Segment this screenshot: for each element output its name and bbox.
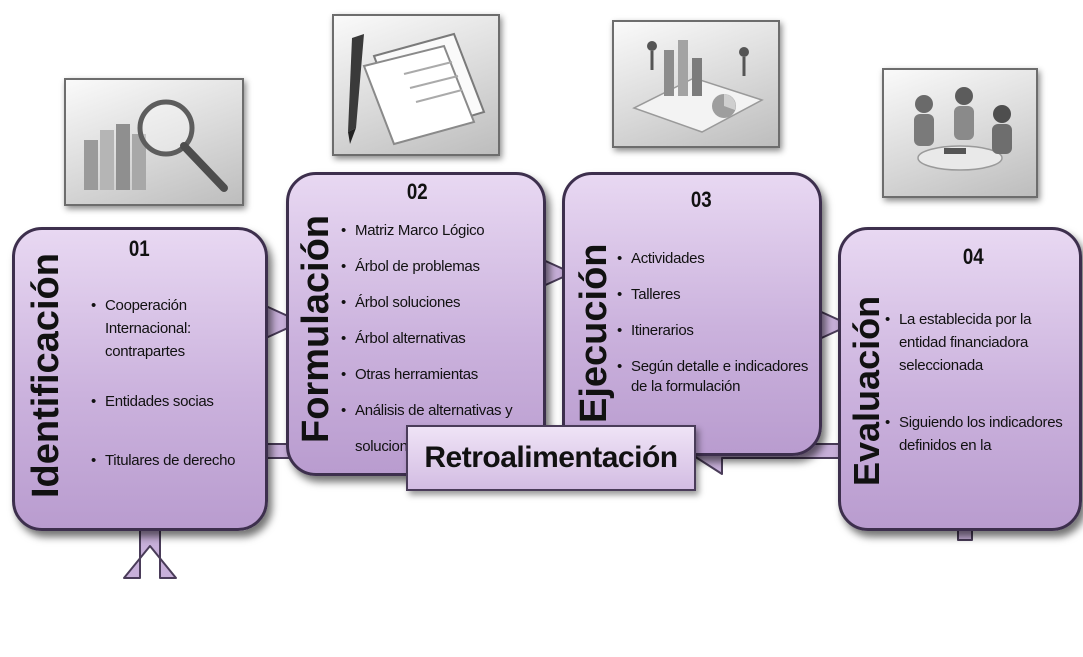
list-item: Árbol alternativas: [341, 321, 537, 357]
list-item: Entidades socias: [91, 393, 251, 410]
list-item: Otras herramientas: [341, 357, 537, 393]
list-item: La establecida por la entidad financiado…: [885, 308, 1075, 377]
feedback-box: Retroalimentación: [406, 425, 696, 491]
stage-items: Actividades Talleres Itinerarios Según d…: [617, 249, 817, 397]
stage-number: 02: [406, 179, 428, 204]
list-item: Matriz Marco Lógico: [341, 213, 537, 249]
meeting-people-icon: [882, 68, 1038, 198]
list-item: Actividades: [617, 249, 817, 269]
stage-title: Formulación: [295, 214, 337, 443]
stage-items: Cooperación Internacional: contrapartes …: [91, 294, 251, 469]
stage-ejecucion: 03 Ejecución Actividades Talleres Itiner…: [562, 172, 822, 456]
list-item: Cooperación Internacional: contrapartes: [91, 294, 251, 363]
magnifier-binders-icon: [64, 78, 244, 206]
stage-evaluacion: 04 Evaluación La establecida por la enti…: [838, 227, 1082, 531]
stage-items: La establecida por la entidad financiado…: [885, 308, 1075, 457]
workers-charts-icon: [612, 20, 780, 148]
list-item: Talleres: [617, 285, 817, 305]
list-item: Siguiendo los indicadores definidos en l…: [885, 411, 1075, 457]
stage-title: Ejecución: [573, 243, 615, 424]
stage-number: 04: [962, 244, 984, 269]
list-item: Según detalle e indicadores de la formul…: [617, 357, 817, 397]
list-item: Árbol soluciones: [341, 285, 537, 321]
list-item: Árbol de problemas: [341, 249, 537, 285]
stage-title: Evaluación: [846, 295, 887, 486]
pen-documents-icon: [332, 14, 500, 156]
list-item: Itinerarios: [617, 321, 817, 341]
stage-identificacion: 01 Identificación Cooperación Internacio…: [12, 227, 268, 531]
feedback-label: Retroalimentación: [424, 441, 678, 474]
stage-number: 01: [128, 236, 150, 261]
list-item: Titulares de derecho: [91, 452, 251, 469]
stage-title: Identificación: [25, 253, 67, 498]
stage-items: Matriz Marco Lógico Árbol de problemas Á…: [341, 213, 537, 465]
stage-number: 03: [690, 187, 712, 212]
